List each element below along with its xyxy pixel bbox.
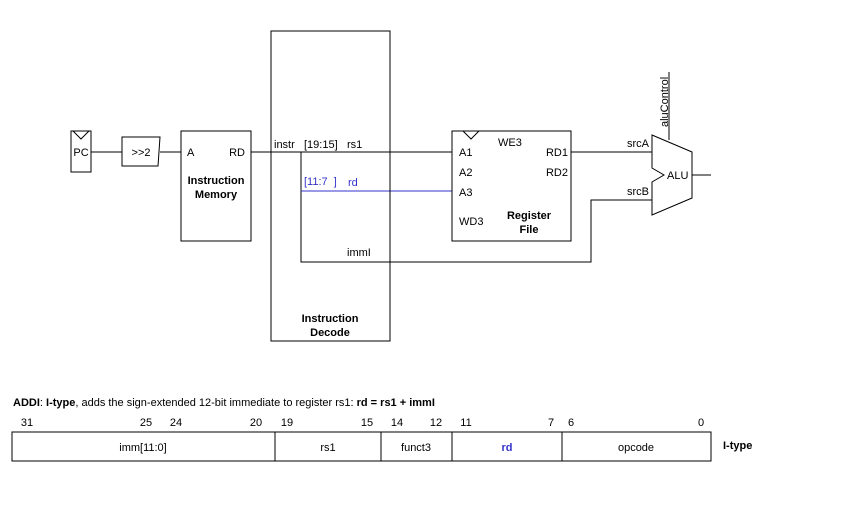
decode-title-line2: Decode	[310, 327, 350, 339]
field-label-opcode: opcode	[618, 442, 654, 454]
regfile-wd3: WD3	[459, 216, 483, 228]
bit-number: 11	[460, 417, 471, 429]
bit-number: 24	[170, 417, 182, 429]
regfile-a2: A2	[459, 167, 472, 179]
description-middle: , adds the sign-extended 12-bit immediat…	[75, 397, 356, 409]
bit-number: 0	[698, 417, 704, 429]
description-opcode: ADDI	[13, 397, 40, 409]
field-cell-rs1	[274, 431, 382, 462]
regfile-a3: A3	[459, 187, 472, 199]
clock-icon	[462, 130, 480, 140]
register-file: WE3 A1 A2 A3 WD3 RD1 RD2 Register File	[451, 130, 572, 242]
field-cell-opcode	[561, 431, 712, 462]
decode-title-line1: Instruction	[302, 313, 359, 325]
bit-number: 7	[548, 417, 554, 429]
shift-block: >>2	[121, 136, 161, 167]
field-label-funct3: funct3	[401, 442, 431, 454]
alu-label: ALU	[667, 170, 688, 182]
bit-number: 14	[391, 417, 403, 429]
field-cell-rd	[451, 431, 563, 462]
instruction-decode: Instruction Decode	[270, 30, 391, 342]
instruction-description: ADDI: I-type, adds the sign-extended 12-…	[13, 397, 435, 409]
regfile-rd1: RD1	[546, 147, 568, 159]
wires	[91, 72, 711, 263]
bit-number: 19	[281, 417, 293, 429]
shift-label: >>2	[132, 147, 151, 159]
bit-number: 25	[140, 417, 152, 429]
imm-label: immI	[347, 247, 371, 259]
alu-control-label: aluControl	[659, 77, 671, 127]
regfile-we3: WE3	[498, 137, 522, 149]
field-cell-funct3	[380, 431, 453, 462]
imem-port-a: A	[187, 147, 195, 159]
field-cells	[11, 431, 712, 462]
wire-imm-to-srcB	[300, 152, 652, 263]
field-label-rs1: rs1	[320, 442, 335, 454]
bit-number: 20	[250, 417, 262, 429]
regfile-rd2: RD2	[546, 167, 568, 179]
instr-label: instr	[274, 139, 295, 151]
rs1-bits-label: [19:15]	[304, 139, 338, 151]
regfile-title-line1: Register	[507, 210, 552, 222]
imem-title-line2: Memory	[195, 189, 238, 201]
pc-register: PC	[70, 130, 92, 173]
field-label-rd: rd	[502, 442, 513, 454]
bit-number: 12	[430, 417, 442, 429]
imem-port-rd: RD	[229, 147, 245, 159]
description-type: I-type	[46, 397, 75, 409]
description-equation: rd = rs1 + immI	[357, 397, 435, 409]
bit-number: 6	[568, 417, 574, 429]
regfile-a1: A1	[459, 147, 472, 159]
encoding-table: 31 25 24 20 19 15 14 12 11 7 6 0 imm[11:…	[11, 417, 752, 462]
field-label-imm: imm[11:0]	[119, 442, 166, 454]
alu: ALU	[651, 134, 693, 216]
signal-labels: instr [19:15] rs1 [11:7 ] rd immI srcA s…	[274, 77, 671, 259]
regfile-title-line2: File	[520, 224, 539, 236]
field-cell-imm	[11, 431, 276, 462]
rs1-label: rs1	[347, 139, 362, 151]
pc-label: PC	[73, 147, 88, 159]
instruction-memory: A RD Instruction Memory	[180, 130, 252, 242]
bit-numbers: 31 25 24 20 19 15 14 12 11 7 6 0	[21, 417, 704, 429]
bit-number: 15	[361, 417, 373, 429]
rd-label: rd	[348, 177, 358, 189]
srcA-label: srcA	[627, 138, 650, 150]
srcB-label: srcB	[627, 186, 649, 198]
description-sep: :	[40, 397, 46, 409]
bit-number: 31	[21, 417, 33, 429]
format-label: I-type	[723, 440, 752, 452]
clock-icon	[72, 130, 90, 140]
imem-title-line1: Instruction	[188, 175, 245, 187]
rd-bits-label: [11:7 ]	[304, 176, 337, 188]
